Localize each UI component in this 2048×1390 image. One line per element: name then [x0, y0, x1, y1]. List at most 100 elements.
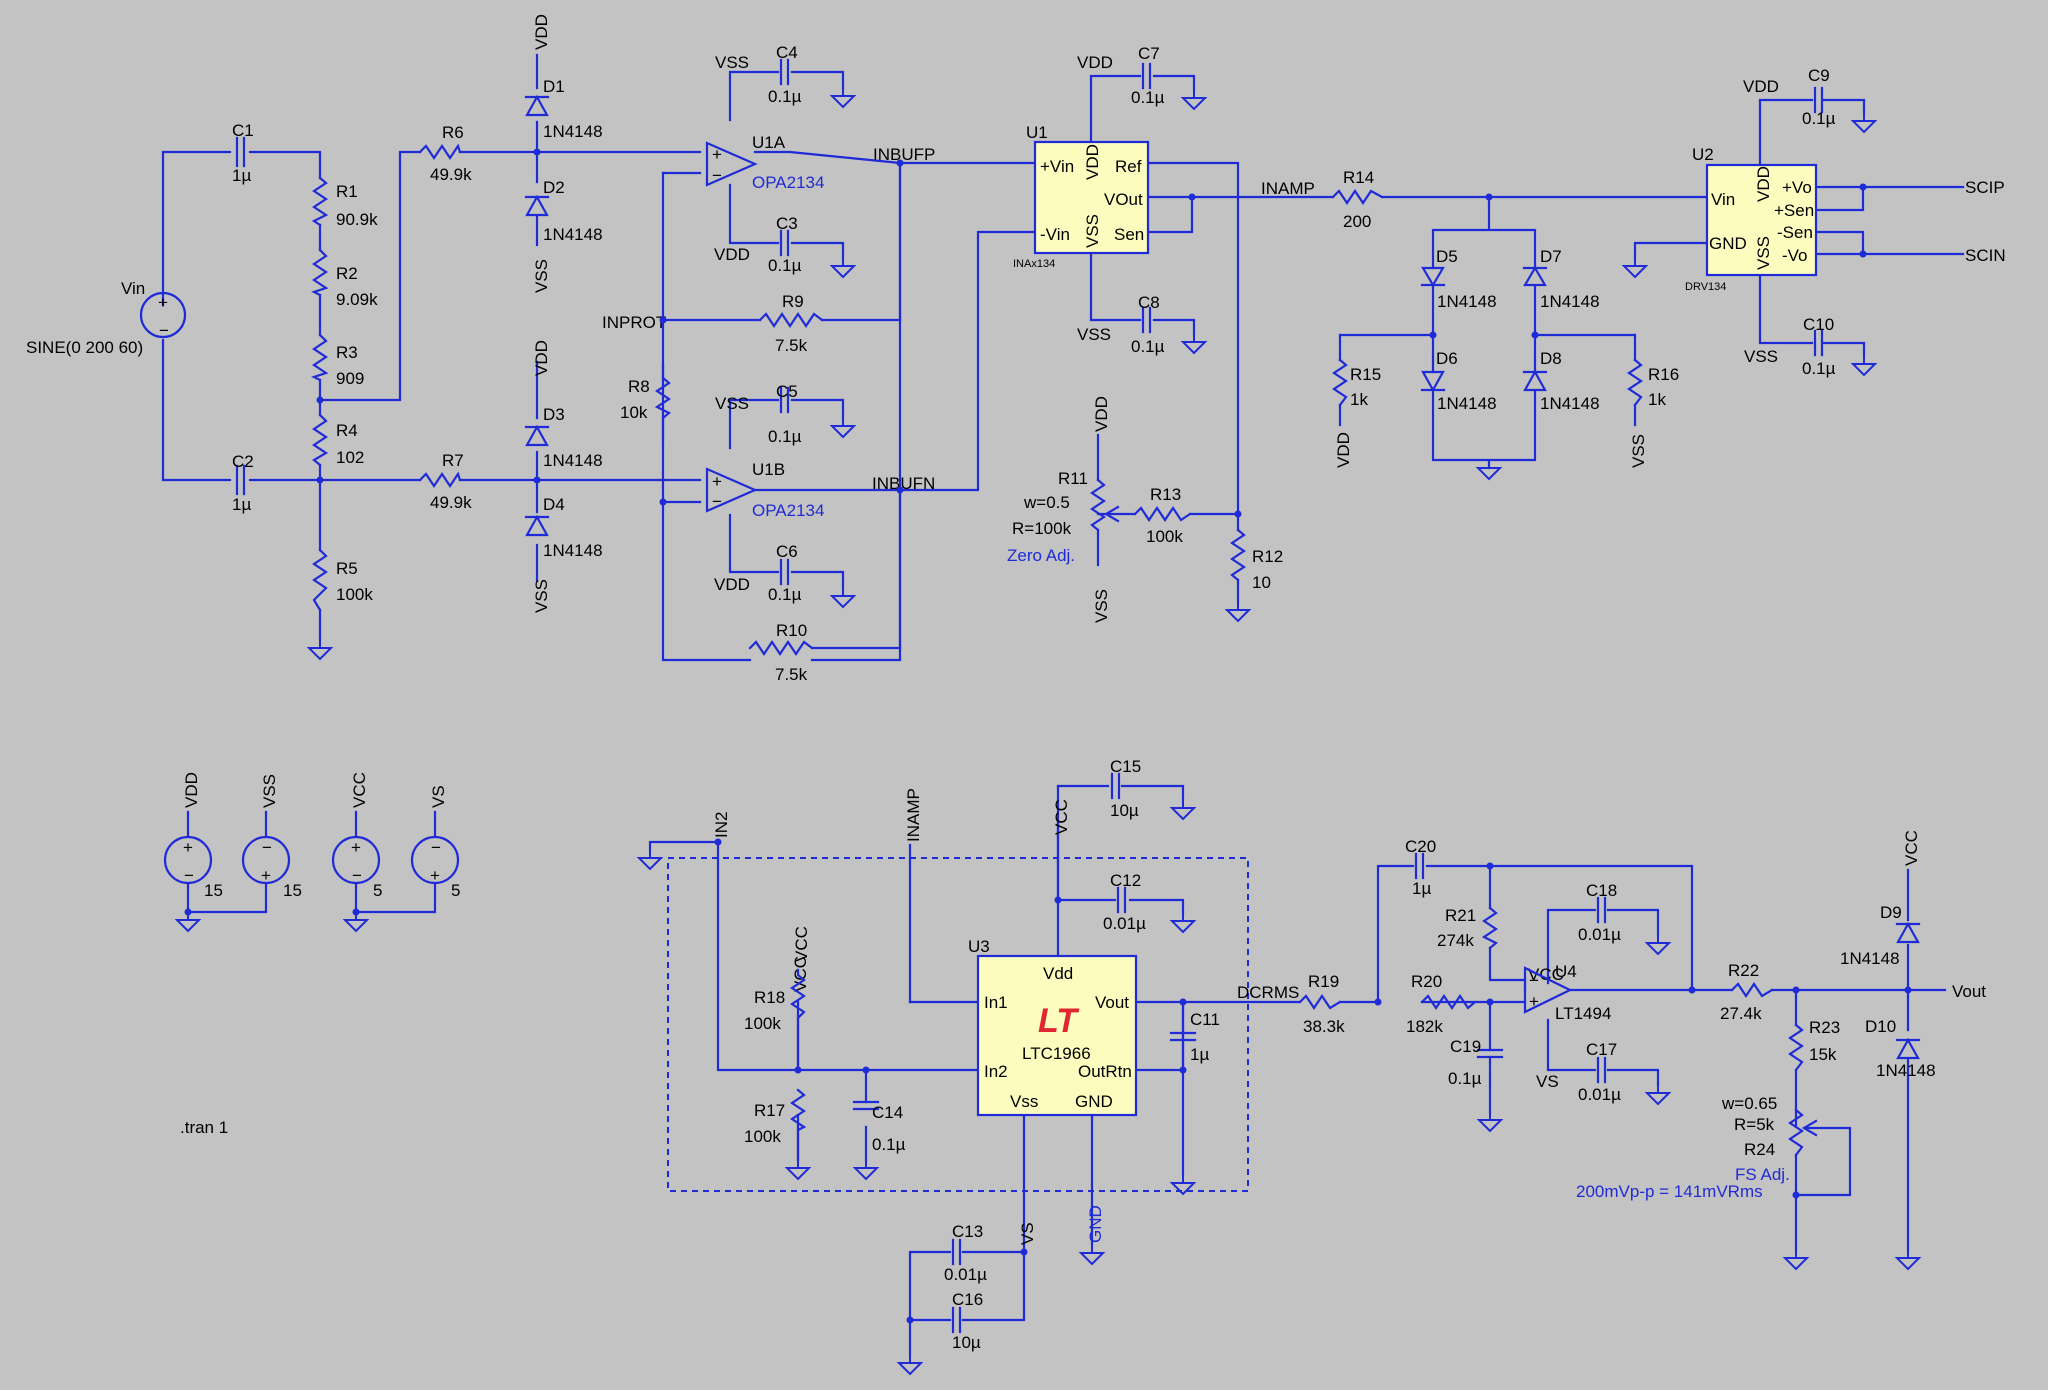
- svg-text:VS: VS: [1018, 1222, 1037, 1245]
- svg-text:7.5k: 7.5k: [775, 665, 808, 684]
- svg-text:C8: C8: [1138, 293, 1160, 312]
- svg-text:U4: U4: [1555, 962, 1577, 981]
- svg-text:GND: GND: [1086, 1205, 1105, 1243]
- svg-text:1N4148: 1N4148: [543, 451, 603, 470]
- svg-text:−: −: [262, 838, 272, 857]
- svg-text:IN2: IN2: [712, 812, 731, 838]
- svg-text:R12: R12: [1252, 547, 1283, 566]
- junctions-bottom: [714, 838, 1912, 1324]
- svg-text:+Vin: +Vin: [1040, 157, 1074, 176]
- svg-text:VS: VS: [1536, 1072, 1559, 1091]
- diode-d8: D8 1N4148: [1522, 349, 1600, 413]
- svg-text:C7: C7: [1138, 44, 1160, 63]
- svg-text:1µ: 1µ: [1190, 1045, 1209, 1064]
- svg-text:R1: R1: [336, 182, 358, 201]
- svg-text:SCIN: SCIN: [1965, 246, 2006, 265]
- potentiometer-r11: VDD R11 w=0.5 R=100k Zero Adj. VSS: [1007, 396, 1120, 623]
- svg-text:C17: C17: [1586, 1040, 1617, 1059]
- svg-text:5: 5: [451, 881, 460, 900]
- svg-text:R22: R22: [1728, 961, 1759, 980]
- spice-directive: .tran 1: [180, 1118, 228, 1137]
- svg-text:R14: R14: [1343, 168, 1374, 187]
- svg-text:1N4148: 1N4148: [1876, 1061, 1936, 1080]
- ic-u3: U3 Vdd In1 In2 Vout OutRtn Vss GND LTC19…: [968, 937, 1138, 1117]
- capacitor-c7: C70.1µ: [1131, 44, 1206, 110]
- svg-text:R16: R16: [1648, 365, 1679, 384]
- svg-text:VDD: VDD: [1743, 77, 1779, 96]
- svg-text:VSS: VSS: [532, 259, 551, 293]
- svg-text:R8: R8: [628, 377, 650, 396]
- svg-text:−: −: [431, 838, 441, 857]
- svg-text:15k: 15k: [1809, 1045, 1837, 1064]
- svg-text:C6: C6: [776, 542, 798, 561]
- svg-text:Vout: Vout: [1952, 982, 1986, 1001]
- svg-text:0.01µ: 0.01µ: [1103, 914, 1146, 933]
- svg-text:R2: R2: [336, 264, 358, 283]
- svg-text:VSS: VSS: [1744, 347, 1778, 366]
- svg-text:R24: R24: [1744, 1140, 1775, 1159]
- svg-text:-Vin: -Vin: [1040, 225, 1070, 244]
- svg-text:VDD: VDD: [532, 14, 551, 50]
- svg-text:VCC: VCC: [1528, 965, 1564, 984]
- svg-text:C19: C19: [1450, 1037, 1481, 1056]
- svg-text:R11: R11: [1058, 469, 1088, 488]
- svg-text:U1B: U1B: [752, 460, 785, 479]
- svg-text:5: 5: [373, 881, 382, 900]
- junctions-top: [316, 148, 1867, 518]
- capacitor-c8: C8 0.1µ: [1131, 293, 1206, 356]
- svg-text:R6: R6: [442, 123, 464, 142]
- svg-text:C20: C20: [1405, 837, 1436, 856]
- svg-text:−: −: [184, 866, 194, 885]
- svg-text:INAMP: INAMP: [904, 788, 923, 842]
- svg-text:Vss: Vss: [1010, 1092, 1038, 1111]
- svg-text:R17: R17: [754, 1101, 785, 1120]
- svg-text:VSS: VSS: [1077, 325, 1111, 344]
- svg-text:DCRMS: DCRMS: [1237, 983, 1299, 1002]
- svg-text:10µ: 10µ: [1110, 801, 1139, 820]
- svg-text:+: +: [183, 838, 193, 857]
- svg-text:D8: D8: [1540, 349, 1562, 368]
- svg-text:10k: 10k: [620, 403, 648, 422]
- svg-text:182k: 182k: [1406, 1017, 1443, 1036]
- svg-text:VCC: VCC: [792, 926, 811, 962]
- svg-text:0.1µ: 0.1µ: [1802, 109, 1836, 128]
- svg-text:C1: C1: [232, 121, 254, 140]
- svg-text:LT: LT: [1038, 1002, 1080, 1040]
- svg-text:+: +: [430, 866, 440, 885]
- svg-text:INPROT: INPROT: [602, 313, 666, 332]
- svg-text:C5: C5: [776, 382, 798, 401]
- svg-text:1N4148: 1N4148: [1840, 949, 1900, 968]
- svg-text:1N4148: 1N4148: [1540, 394, 1600, 413]
- svg-text:VSS: VSS: [1754, 236, 1773, 270]
- svg-text:100k: 100k: [1146, 527, 1183, 546]
- svg-text:1k: 1k: [1350, 390, 1368, 409]
- svg-text:0.1µ: 0.1µ: [768, 256, 802, 275]
- svg-text:VDD: VDD: [1334, 432, 1353, 468]
- svg-text:1µ: 1µ: [1412, 879, 1431, 898]
- svg-text:U2: U2: [1692, 145, 1714, 164]
- svg-text:R3: R3: [336, 343, 358, 362]
- svg-text:0.1µ: 0.1µ: [1131, 337, 1165, 356]
- svg-text:−: −: [712, 166, 722, 185]
- svg-text:U1A: U1A: [752, 133, 786, 152]
- svg-text:15: 15: [283, 881, 302, 900]
- svg-text:VCC: VCC: [1902, 830, 1921, 866]
- svg-text:D2: D2: [543, 178, 565, 197]
- svg-text:U1: U1: [1026, 123, 1048, 142]
- svg-text:−: −: [712, 492, 722, 511]
- svg-text:VCC: VCC: [791, 956, 810, 992]
- svg-text:0.1µ: 0.1µ: [1448, 1069, 1482, 1088]
- svg-text:27.4k: 27.4k: [1720, 1004, 1762, 1023]
